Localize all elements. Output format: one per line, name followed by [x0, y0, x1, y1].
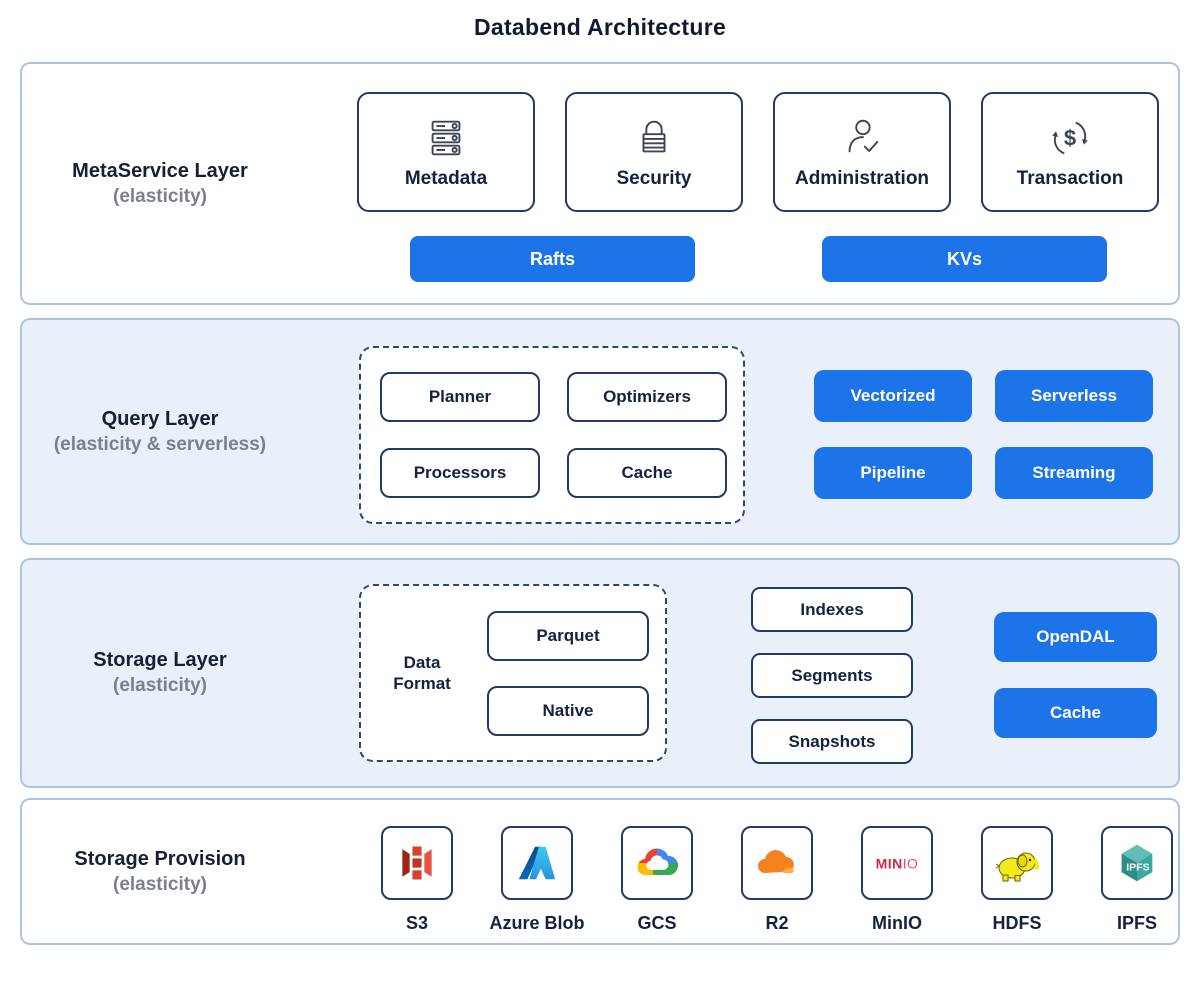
rafts-pill: Rafts [410, 236, 695, 282]
vectorized-pill: Vectorized [814, 370, 972, 422]
data-format-label: Data Format [393, 652, 451, 693]
minio-icon: MINIO [876, 855, 919, 871]
provider-tile [381, 826, 453, 900]
providers-row: S3 [357, 826, 1197, 934]
s3-icon [402, 846, 432, 880]
structure-snapshots: Snapshots [751, 719, 913, 764]
provider-tile: IPFS [1101, 826, 1173, 900]
card-security: Security [565, 92, 743, 212]
layer-label-storage: Storage Layer (elasticity) [40, 560, 280, 786]
layer-name: Query Layer [101, 407, 219, 430]
provider-tile [981, 826, 1053, 900]
layer-label-metaservice: MetaService Layer (elasticity) [40, 64, 280, 303]
layer-panel-metaservice: MetaService Layer (elasticity) Metadata [20, 62, 1180, 305]
svg-text:IPFS: IPFS [1126, 862, 1149, 874]
format-native: Native [487, 685, 649, 736]
provider-label: MinIO [872, 913, 922, 933]
svg-text:$: $ [1064, 125, 1076, 150]
hadoop-elephant-icon [995, 852, 1040, 882]
module-planner: Planner [380, 372, 540, 422]
card-administration: Administration [773, 92, 951, 212]
layer-subtitle: (elasticity & serverless) [53, 433, 267, 455]
module-optimizers: Optimizers [567, 372, 727, 422]
card-label: Metadata [404, 167, 488, 189]
provider-label: Azure Blob [489, 913, 585, 933]
query-modules-group: Planner Optimizers Processors Cache [359, 346, 745, 524]
layer-name: MetaService Layer [72, 159, 248, 182]
azure-icon [518, 846, 556, 880]
query-feature-pills: Vectorized Serverless Pipeline Streaming [814, 370, 1153, 499]
svg-text:MINIO: MINIO [876, 855, 919, 871]
layer-name: Storage Layer [93, 649, 227, 671]
layer-panel-storage: Storage Layer (elasticity) Data Format P… [20, 558, 1180, 788]
data-format-boxes: Parquet Native [487, 610, 649, 736]
layer-subtitle: (elasticity) [113, 873, 207, 895]
storage-cache-pill: Cache [994, 688, 1157, 738]
card-label: Administration [794, 167, 930, 189]
layer-name: Storage Provision [74, 847, 246, 870]
streaming-pill: Streaming [995, 447, 1153, 499]
provider-label: S3 [405, 913, 429, 933]
provider-hdfs: HDFS [957, 826, 1077, 934]
provider-gcs: GCS [597, 826, 717, 934]
data-format-group: Data Format Parquet Native [359, 584, 667, 762]
serverless-pill: Serverless [995, 370, 1153, 422]
dollar-cycle-icon: $ [1052, 121, 1088, 154]
cloudflare-r2-icon [758, 850, 794, 873]
structure-segments: Segments [751, 653, 913, 698]
metaservice-cards: Metadata Security Administrati [357, 92, 1159, 212]
provider-tile [501, 826, 573, 900]
provider-label: GCS [637, 913, 677, 933]
user-check-icon [848, 119, 879, 152]
provider-label: HDFS [992, 913, 1042, 933]
format-parquet: Parquet [487, 610, 649, 661]
module-processors: Processors [380, 448, 540, 498]
provider-ipfs: IPFS IPFS [1077, 826, 1197, 934]
provider-azure-blob: Azure Blob [477, 826, 597, 934]
layer-panel-query: Query Layer (elasticity & serverless) Pl… [20, 318, 1180, 545]
card-label: Transaction [1016, 167, 1124, 189]
provider-label: R2 [765, 913, 789, 933]
lock-icon [642, 120, 666, 152]
provider-r2: R2 [717, 826, 837, 934]
card-label: Security [616, 167, 692, 189]
layer-label-query: Query Layer (elasticity & serverless) [40, 320, 280, 543]
module-cache: Cache [567, 448, 727, 498]
provider-tile: MINIO [861, 826, 933, 900]
provider-s3: S3 [357, 826, 477, 934]
layer-panel-provision: Storage Provision (elasticity) S3 [20, 798, 1180, 945]
gcs-icon [637, 848, 679, 876]
ipfs-icon: IPFS [1121, 844, 1153, 882]
diagram-title: Databend Architecture [473, 14, 727, 40]
layer-subtitle: (elasticity) [113, 675, 207, 696]
layer-label-provision: Storage Provision (elasticity) [40, 800, 280, 943]
provider-minio: MINIO MinIO [837, 826, 957, 934]
provider-tile [621, 826, 693, 900]
layer-subtitle: (elasticity) [113, 185, 207, 207]
kvs-pill: KVs [822, 236, 1107, 282]
servers-icon [431, 120, 461, 155]
structure-indexes: Indexes [751, 587, 913, 632]
storage-structures: Indexes Segments Snapshots [751, 587, 913, 764]
pipeline-pill: Pipeline [814, 447, 972, 499]
card-metadata: Metadata [357, 92, 535, 212]
provider-tile [741, 826, 813, 900]
provider-label: IPFS [1116, 913, 1157, 933]
card-transaction: $ Transaction [981, 92, 1159, 212]
opendal-pill: OpenDAL [994, 612, 1157, 662]
